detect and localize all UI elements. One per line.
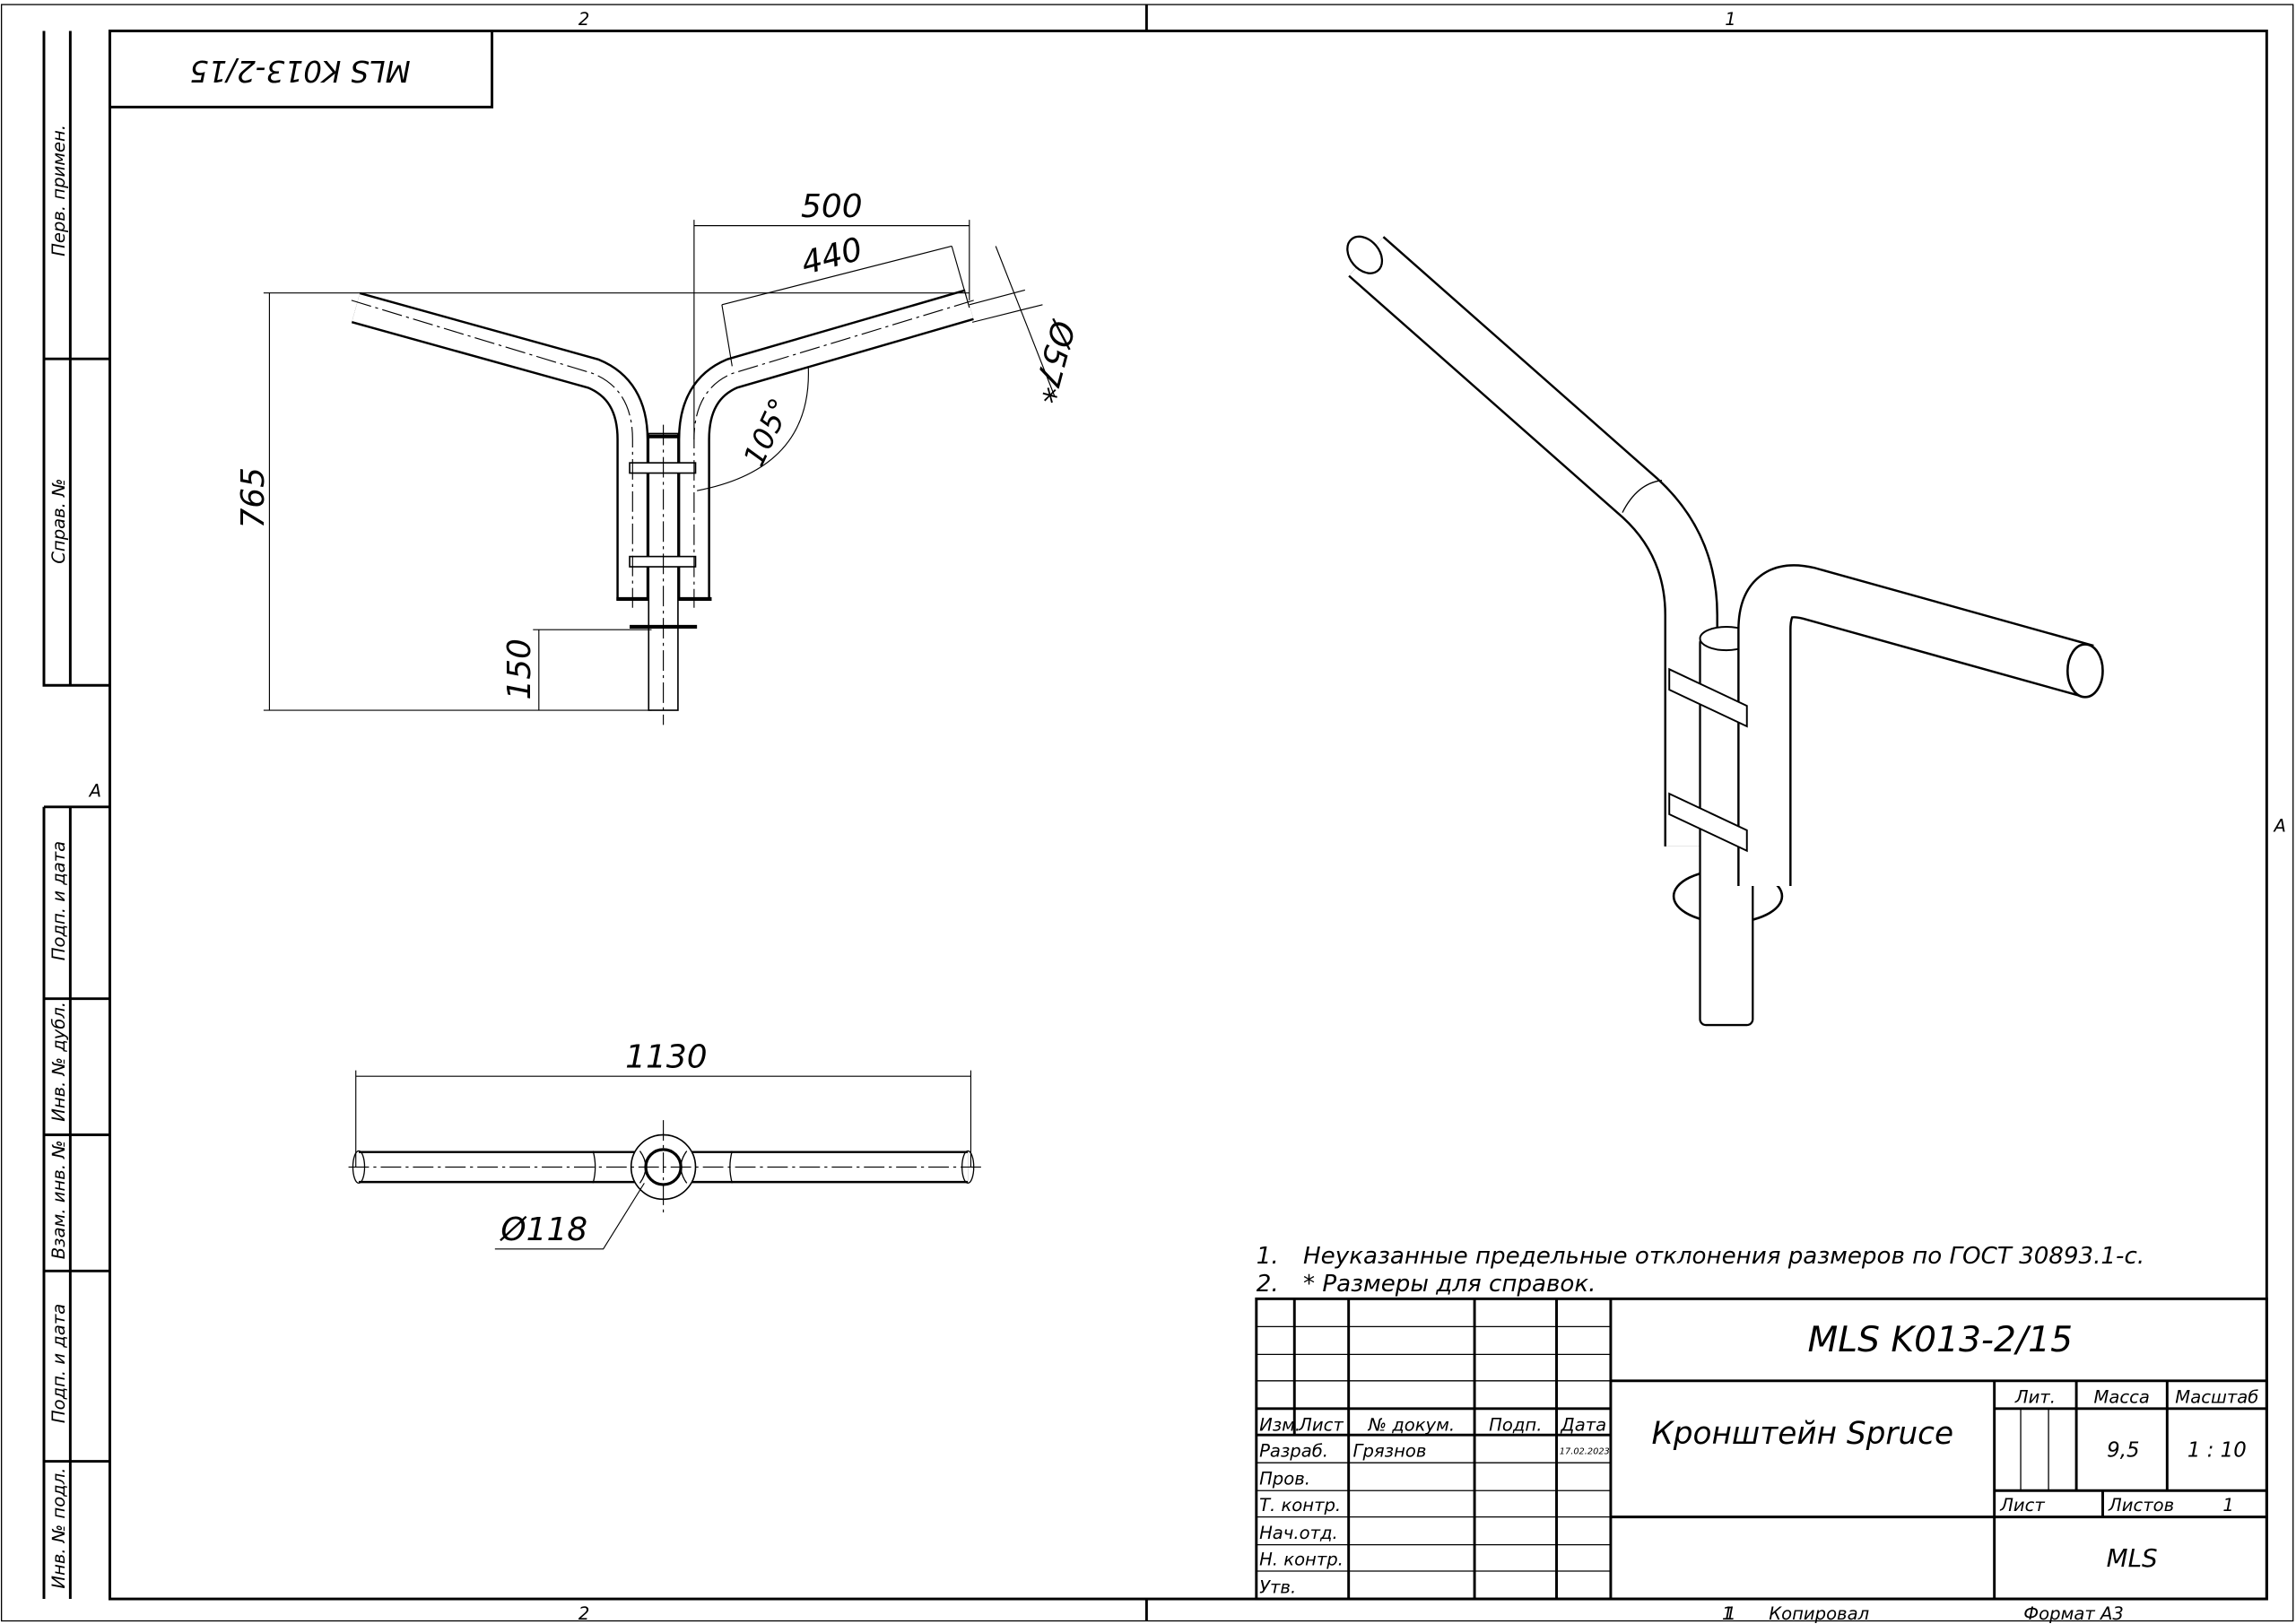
- top-view: 1130 Ø118: [348, 1038, 981, 1250]
- side-label-podp-data-2: Подп. и дата: [48, 1304, 69, 1423]
- role-n-kontr: Н. контр.: [1259, 1550, 1344, 1570]
- side-label-podp-data-1: Подп. и дата: [48, 841, 69, 960]
- role-utv: Утв.: [1259, 1577, 1296, 1598]
- inner-frame: [108, 30, 2268, 1601]
- dim-angle-105: 105°: [737, 393, 798, 471]
- designation: MLS K013-2/15: [1808, 1320, 2074, 1360]
- side-label-vzam-inv: Взам. инв. №: [48, 1140, 69, 1259]
- company: MLS: [2107, 1543, 2158, 1573]
- zone-label-bottom-2: 2: [578, 1603, 589, 1624]
- scale-value: 1 : 10: [2187, 1439, 2247, 1463]
- note-1-number: 1.: [1257, 1243, 1279, 1270]
- zone-label-left-a: A: [88, 780, 101, 801]
- rotated-stamp-box: [108, 30, 494, 109]
- footer-copied: Копировал: [1769, 1603, 1869, 1624]
- dim-150: 150: [501, 638, 538, 700]
- role-razrab: Разраб.: [1259, 1441, 1328, 1462]
- dim-500: 500: [801, 188, 863, 225]
- header-izm: Изм.: [1259, 1414, 1300, 1435]
- note-2-number: 2.: [1257, 1271, 1279, 1298]
- isometric-view: [1346, 235, 2104, 1027]
- note-1-text: Неуказанные предельные отклонения размер…: [1303, 1243, 2144, 1270]
- header-list: Лист: [1298, 1414, 1344, 1435]
- dim-diam-118: Ø118: [499, 1211, 587, 1248]
- zone-label-bottom-1: 1: [1725, 1603, 1735, 1624]
- notes: 1. Неуказанные предельные отклонения раз…: [1257, 1243, 2144, 1298]
- dim-440: 440: [797, 231, 866, 282]
- developer-name: Грязнов: [1353, 1441, 1427, 1462]
- front-view: 500 440 Ø57* 105° 765 150: [235, 188, 1082, 725]
- header-podp: Подп.: [1489, 1414, 1542, 1435]
- role-prov: Пров.: [1259, 1469, 1310, 1489]
- note-2-text: * Размеры для справок.: [1303, 1271, 1596, 1298]
- footer-format: Формат А3: [2023, 1603, 2124, 1624]
- sheets-label: Листов: [2108, 1495, 2174, 1515]
- scale-label: Масштаб: [2175, 1386, 2258, 1407]
- dim-diam-57: Ø57*: [1024, 316, 1082, 406]
- role-nach-otd: Нач.отд.: [1259, 1523, 1338, 1543]
- dim-765: 765: [235, 467, 272, 529]
- developer-date: 17.02.2023: [1560, 1446, 1610, 1456]
- side-strip-lower: Подп. и дата Инв. № дубл. Взам. инв. № П…: [42, 805, 110, 1600]
- zone-label-top-1: 1: [1725, 9, 1735, 30]
- mass-value: 9,5: [2107, 1439, 2139, 1463]
- outer-border: [0, 4, 2294, 1622]
- side-label-sprav: Справ. №: [48, 479, 69, 564]
- rotated-stamp-text: MLS K013-2/15: [190, 54, 411, 88]
- sheet-label: Лист: [1999, 1495, 2045, 1515]
- role-t-kontr: Т. контр.: [1259, 1495, 1341, 1515]
- sheets-value: 1: [2222, 1495, 2233, 1515]
- side-strip-upper: Перв. примен. Справ. №: [42, 30, 110, 687]
- zone-label-right-a: A: [2273, 816, 2286, 837]
- dim-1130: 1130: [625, 1038, 707, 1075]
- part-name: Кронштейн Spruce: [1651, 1416, 1953, 1452]
- header-doc: № докум.: [1368, 1414, 1456, 1435]
- lit-label: Лит.: [2014, 1386, 2056, 1407]
- side-label-inv-podl: Инв. № подл.: [48, 1468, 69, 1589]
- side-label-inv-dubl: Инв. № дубл.: [48, 1002, 69, 1122]
- title-block: Изм. Лист № докум. Подп. Дата Разраб. Пр…: [1255, 1297, 2268, 1601]
- header-date: Дата: [1560, 1414, 1606, 1435]
- mass-label: Масса: [2094, 1386, 2150, 1407]
- zone-label-top-2: 2: [578, 9, 589, 30]
- side-label-perv-primen: Перв. примен.: [48, 125, 69, 256]
- footer-number: 1: [1722, 1603, 1733, 1624]
